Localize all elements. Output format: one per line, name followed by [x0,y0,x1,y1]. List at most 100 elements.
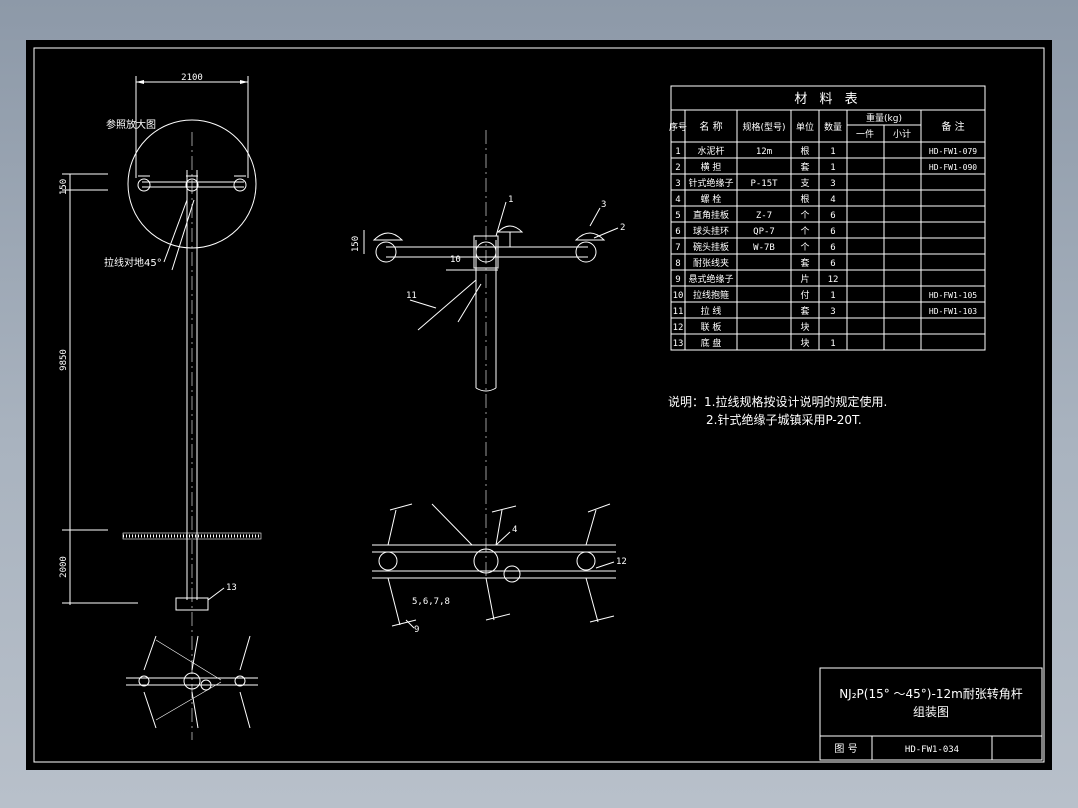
table-cell-unit: 个 [800,226,809,237]
table-cell-unit: 片 [800,273,809,285]
header-unit: 单位 [796,121,814,133]
header-spec: 规格(型号) [742,121,785,133]
table-cell-qty: 1 [830,339,835,349]
table-cell-remark: HD-FW1-090 [929,163,977,172]
callout-3: 3 [601,200,606,210]
table-cell-qty: 12 [828,275,839,285]
table-cell-remark: HD-FW1-103 [929,307,977,316]
table-cell-name: 拉 线 [701,305,722,317]
table-cell-unit: 付 [800,290,809,301]
table-cell-name: 螺 栓 [701,193,722,205]
table-cell-unit: 个 [800,210,809,221]
table-cell-name: 悬式绝缘子 [688,273,733,285]
guy-note: 拉线对地45° [104,256,162,269]
table-cell-qty: 1 [830,163,835,173]
dim-150-label: 150 [59,179,69,195]
header-weight: 重量(kg) [866,112,902,124]
detail-guy-line [417,279,477,331]
table-cell-qty: 3 [830,307,835,317]
callout-11: 11 [406,291,417,301]
pole-elevation-view: 2100 参照放大图 拉线对地45° 150 9850 2000 [59,73,262,740]
table-cell-qty: 6 [830,259,835,269]
small-plan-view [126,635,258,729]
callout-5678: 5,6,7,8 [412,597,450,607]
drawing-no: HD-FW1-034 [905,745,959,755]
table-cell-seq: 2 [675,163,680,173]
table-cell-unit: 根 [800,145,809,157]
header-seq: 序号 [669,121,687,133]
table-cell-unit: 块 [800,337,809,349]
dim-2000-label: 2000 [59,556,69,578]
insulator-left [137,178,151,192]
callout-10: 10 [450,255,461,265]
magnify-ref-label: 参照放大图 [106,118,156,131]
table-title: 材 料 表 [794,92,861,107]
table-cell-spec: W-7B [753,243,775,253]
detail-insulator-center [496,225,524,247]
table-cell-qty: 6 [830,211,835,221]
table-cell-seq: 5 [675,211,680,221]
table-cell-unit: 根 [800,193,809,205]
table-cell-qty: 1 [830,291,835,301]
table-cell-spec: Z-7 [756,211,772,221]
guy-line [163,199,188,263]
drawing-subtitle: 组装图 [913,705,949,719]
table-cell-spec: QP-7 [753,227,775,237]
materials-table: 材 料 表 序号 名 称 规格(型号) 单位 数量 重量(kg) 一件 小计 备… [669,85,986,351]
dim-width-label: 2100 [181,73,203,83]
cad-viewport[interactable]: 2100 参照放大图 拉线对地45° 150 9850 2000 [26,40,1052,770]
table-cell-qty: 6 [830,243,835,253]
insulator-right [233,178,247,192]
table-cell-qty: 4 [830,195,835,205]
table-cell-name: 球头挂环 [693,225,729,237]
table-cell-seq: 9 [675,275,680,285]
callout-12: 12 [616,557,627,567]
table-cell-qty: 3 [830,179,835,189]
detail-dim-150: 150 [351,236,361,252]
table-cell-seq: 10 [673,291,684,301]
table-cell-seq: 1 [675,147,680,157]
header-qty: 数量 [824,121,842,133]
table-cell-name: 针式绝缘子 [688,177,733,189]
callout-2: 2 [620,223,625,233]
plan-view: 4 12 5,6,7,8 9 [372,503,627,635]
table-cell-unit: 套 [800,305,809,317]
note-line-1: 说明：1.拉线规格按设计说明的规定使用. [668,394,887,409]
table-cell-unit: 套 [800,257,809,269]
table-cell-name: 联 板 [701,321,722,333]
header-weight-each: 一件 [856,128,874,140]
table-cell-qty: 1 [830,147,835,157]
drawing-border [33,47,1045,763]
dim-9850-label: 9850 [59,349,69,371]
title-block: NJ₂P(15° ～45°)-12m耐张转角杆 组装图 图 号 HD-FW1-0… [819,667,1043,761]
table-cell-spec: P-15T [750,179,778,189]
dim-arrow [136,80,144,84]
table-cell-seq: 8 [675,259,680,269]
table-cell-name: 水泥杆 [697,145,724,157]
drawing-title: NJ₂P(15° ～45°)-12m耐张转角杆 [839,686,1023,701]
table-cell-seq: 11 [673,307,684,317]
table-cell-unit: 套 [800,161,809,173]
table-cell-remark: HD-FW1-105 [929,291,977,300]
table-cell-seq: 6 [675,227,680,237]
drawing-canvas[interactable]: 2100 参照放大图 拉线对地45° 150 9850 2000 [26,40,1052,770]
head-detail-view: 150 1 2 3 10 11 [351,130,625,580]
table-cell-seq: 12 [673,323,684,333]
detail-insulator-left [372,232,404,263]
table-cell-name: 拉线抱箍 [693,289,729,301]
header-name: 名 称 [699,120,722,133]
table-cell-unit: 支 [800,177,809,189]
table-cell-name: 耐张线夹 [693,257,729,269]
table-cell-unit: 块 [800,321,809,333]
table-cell-unit: 个 [800,242,809,253]
drawing-no-label: 图 号 [834,743,857,755]
table-cell-spec: 12m [756,147,772,157]
header-weight-subtotal: 小计 [893,128,911,140]
table-cell-name: 直角挂板 [693,209,729,221]
header-remark: 备 注 [941,120,964,133]
table-cell-seq: 7 [675,243,680,253]
callout-9: 9 [414,625,419,635]
callout-4: 4 [512,525,517,535]
table-cell-seq: 4 [675,195,680,205]
